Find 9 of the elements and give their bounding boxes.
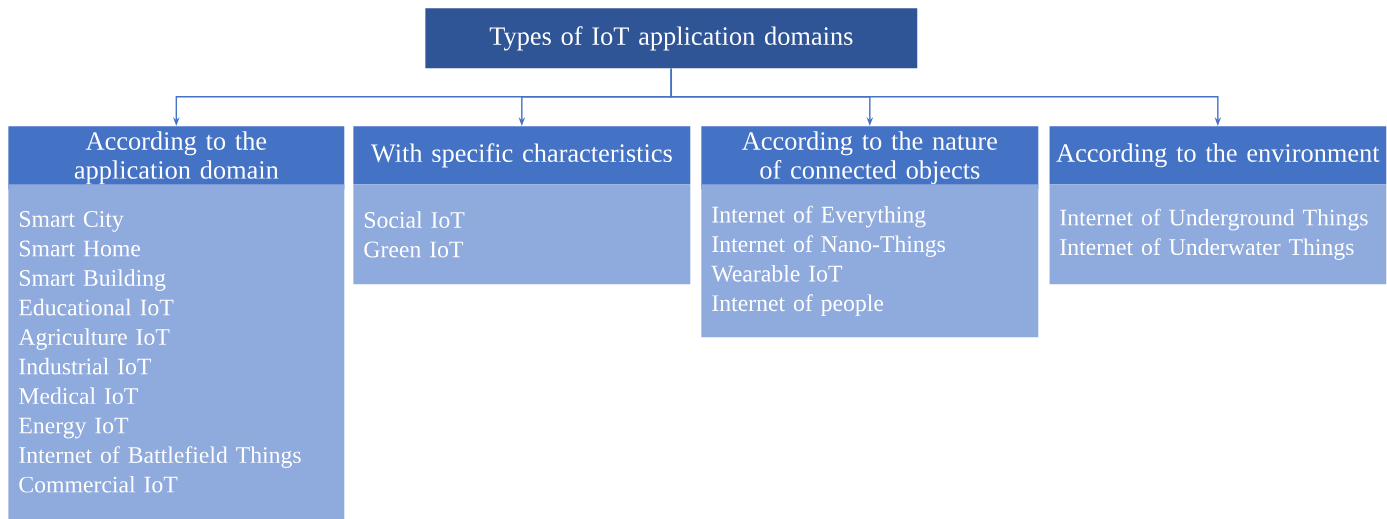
title-box: Types of IoT application domains: [425, 8, 918, 69]
item-list-panel: Smart City Smart Home Smart Building Educational IoT Agriculture IoT Industrial IoT Medical IoT Energy IoT Internet of Battlefield Things Commercial IoT: [8, 184, 345, 519]
item-list-panel: Internet of Underground Things Internet of Underwater Things: [1049, 184, 1387, 285]
item-list-panel: Internet of Everything Internet of Nano-Things Wearable IoT Internet of people: [701, 184, 1039, 338]
item-list-panel: Social IoT Green IoT: [353, 184, 691, 285]
category-header-box: According to the application domain: [8, 126, 345, 190]
category-header-box: According to the environment: [1049, 126, 1387, 185]
category-header-box: With specific characteristics: [353, 126, 691, 185]
category-header-box: According to the nature of connected objects: [701, 126, 1039, 190]
